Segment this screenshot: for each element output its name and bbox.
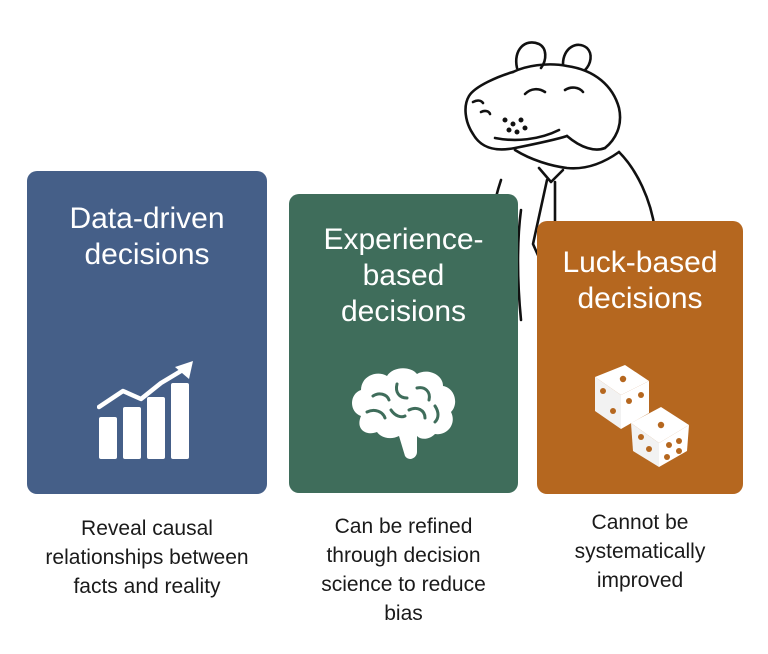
caption-line: relationships between	[45, 546, 249, 569]
caption-line: improved	[596, 569, 684, 592]
caption-line: Cannot be	[591, 511, 689, 534]
card-title: Data-driven decisions	[27, 201, 267, 273]
caption-line: facts and reality	[73, 575, 221, 598]
brain-icon	[352, 368, 456, 459]
caption-data-driven: Reveal causal relationships between fact…	[17, 514, 277, 601]
caption-line: Reveal causal	[81, 517, 213, 540]
card-title-line: decisions	[340, 295, 467, 328]
caption-line: systematically	[574, 540, 706, 563]
card-title-line: based	[362, 259, 445, 292]
experience-based-card: Experience- based decisions	[289, 194, 518, 493]
data-driven-card: Data-driven decisions	[27, 171, 267, 494]
caption-luck-based: Cannot be systematically improved	[537, 508, 743, 595]
card-title: Luck-based decisions	[537, 245, 743, 317]
card-title: Experience- based decisions	[289, 222, 518, 330]
caption-line: bias	[384, 602, 423, 625]
growth-chart-icon	[97, 361, 193, 459]
card-title-line: Experience-	[323, 223, 484, 256]
card-title-line: decisions	[577, 282, 703, 315]
caption-line: science to reduce	[321, 573, 486, 596]
luck-based-card: Luck-based decisions	[537, 221, 743, 494]
caption-experience-based: Can be refined through decision science …	[289, 512, 518, 628]
card-title-line: Data-driven	[69, 202, 225, 235]
caption-line: Can be refined	[334, 515, 473, 538]
dice-icon	[595, 365, 689, 467]
caption-line: through decision	[326, 544, 481, 567]
card-title-line: decisions	[84, 238, 210, 271]
card-title-line: Luck-based	[562, 246, 718, 279]
